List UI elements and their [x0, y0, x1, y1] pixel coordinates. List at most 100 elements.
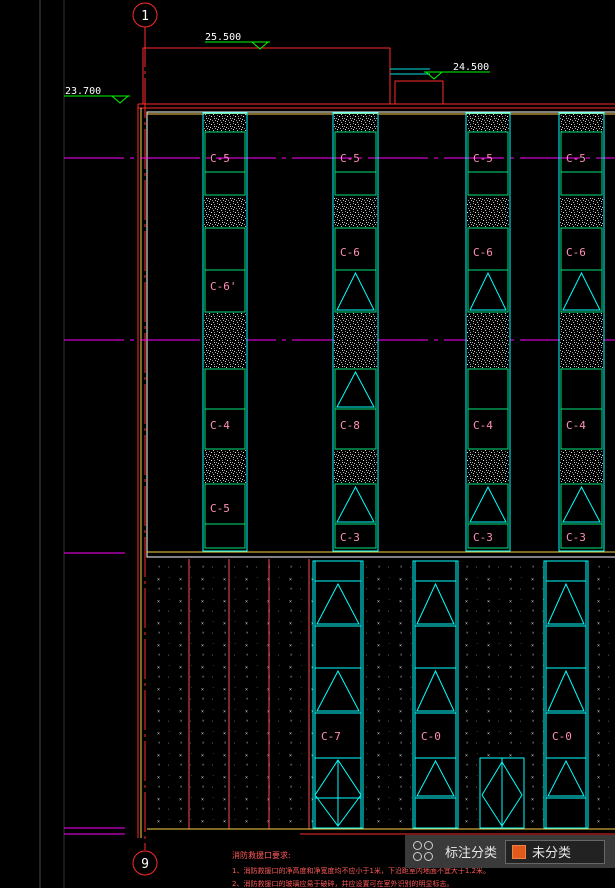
- window-label: C-6: [473, 246, 493, 259]
- category-label: 标注分类: [445, 846, 498, 861]
- category-value: 未分类: [532, 846, 572, 861]
- level-marker-roof: 25.500: [205, 32, 270, 50]
- window-label: C-6: [340, 246, 360, 259]
- window-column-3: C-5C-6C-4C-3: [465, 112, 511, 552]
- axis-label-bottom: 9: [141, 857, 149, 872]
- masonry-hatch: [204, 114, 246, 132]
- upper-window-columns: C-5C-6'C-4C-5C-5C-6C-8C-3C-5C-6C-4C-3C-5…: [202, 112, 605, 552]
- ground-door: [479, 757, 525, 829]
- window-pane: [467, 483, 509, 525]
- level-roof-text: 25.500: [205, 32, 241, 43]
- masonry-hatch: [560, 313, 603, 368]
- annotation-category-panel: 标注分类 未分类: [405, 835, 615, 868]
- awning-sash: [562, 485, 601, 523]
- window-label: C-5: [210, 502, 230, 515]
- roof-outline: [137, 47, 615, 838]
- masonry-hatch: [204, 197, 246, 227]
- window-label: C-5: [566, 152, 586, 165]
- masonry-hatch: [560, 114, 603, 132]
- masonry-hatch: [560, 450, 603, 483]
- window-column-4: C-5C-6C-4C-3: [558, 112, 605, 552]
- window-pane: [467, 368, 509, 410]
- window-label: C-4: [566, 419, 586, 432]
- masonry-hatch: [334, 197, 377, 227]
- window-label: C-0: [552, 730, 572, 743]
- awning-sash: [316, 669, 360, 712]
- axis-label-top: 1: [141, 9, 149, 24]
- window-pane: [204, 269, 246, 313]
- masonry-hatch: [467, 114, 509, 132]
- ground-window-3: C-0: [543, 560, 589, 829]
- grid-axis-9: 9: [132, 850, 158, 876]
- masonry-hatch: [467, 197, 509, 227]
- window-pane: [467, 171, 509, 196]
- ground-floor: [147, 559, 615, 835]
- window-pane: [560, 408, 603, 450]
- awning-sash: [547, 669, 585, 712]
- awning-sash: [336, 271, 375, 311]
- window-label: C-4: [473, 419, 493, 432]
- awning-sash: [336, 485, 375, 523]
- window-pane: [334, 523, 377, 549]
- masonry-hatch: [334, 313, 377, 368]
- awning-sash: [547, 759, 585, 797]
- ground-window-2: C-0: [412, 560, 459, 829]
- awning-sash: [562, 271, 601, 311]
- level-marker-parapet: 23.700: [64, 86, 130, 104]
- window-label: C-3: [566, 531, 586, 544]
- window-pane: [467, 523, 509, 549]
- window-pane: [560, 171, 603, 196]
- masonry-hatch: [204, 313, 246, 368]
- window-label: C-4: [210, 419, 230, 432]
- window-pane: [467, 408, 509, 450]
- window-label: C-7: [321, 730, 341, 743]
- masonry-hatch: [334, 450, 377, 483]
- window-label: C-3: [473, 531, 493, 544]
- drag-handle-icon[interactable]: [413, 840, 435, 863]
- notes-title: 消防救援口要求:: [232, 850, 291, 860]
- grid-axis-1: 1: [132, 2, 158, 850]
- window-pane: [204, 171, 246, 196]
- awning-sash: [336, 370, 375, 408]
- window-label: C-3: [340, 531, 360, 544]
- window-label: C-6: [566, 246, 586, 259]
- masonry-hatch: [334, 114, 377, 132]
- masonry-hatch: [467, 313, 509, 368]
- window-label: C-5: [210, 152, 230, 165]
- window-pane: [334, 408, 377, 450]
- window-pane: [204, 408, 246, 450]
- category-swatch: [512, 844, 527, 859]
- window-pane: [560, 269, 603, 313]
- notes-line-2: 2、消防救援口的玻璃应易于破碎，并应设置可在室外识别的明显标志。: [232, 879, 453, 888]
- awning-sash: [547, 582, 585, 625]
- ground-window-1: C-7: [312, 560, 364, 829]
- window-pane: [467, 269, 509, 313]
- awning-sash: [416, 759, 455, 797]
- window-label: C-8: [340, 419, 360, 432]
- window-label: C-0: [421, 730, 441, 743]
- masonry-hatch: [467, 450, 509, 483]
- awning-sash: [416, 582, 455, 625]
- masonry-hatch: [560, 197, 603, 227]
- window-pane: [334, 171, 377, 196]
- window-column-2: C-5C-6C-8C-3: [332, 112, 379, 552]
- window-pane: [560, 483, 603, 525]
- window-pane: [334, 483, 377, 525]
- awning-sash: [469, 485, 507, 523]
- window-pane: [560, 368, 603, 410]
- window-pane: [204, 227, 246, 271]
- casement-swing: [314, 759, 362, 827]
- awning-sash: [316, 582, 360, 625]
- window-pane: [334, 269, 377, 313]
- window-pane: [560, 523, 603, 549]
- notes-line-1: 1、消防救援口的净高度和净宽度均不应小于1米，下沿距室内地面不宜大于1.2米。: [232, 866, 490, 875]
- window-column-1: C-5C-6'C-4C-5: [202, 112, 248, 552]
- level-stair-text: 24.500: [453, 62, 489, 73]
- window-label: C-5: [473, 152, 493, 165]
- awning-sash: [469, 271, 507, 311]
- window-pane: [204, 368, 246, 410]
- level-parapet-text: 23.700: [65, 86, 101, 97]
- category-select[interactable]: 未分类: [505, 839, 606, 864]
- window-label: C-5: [340, 152, 360, 165]
